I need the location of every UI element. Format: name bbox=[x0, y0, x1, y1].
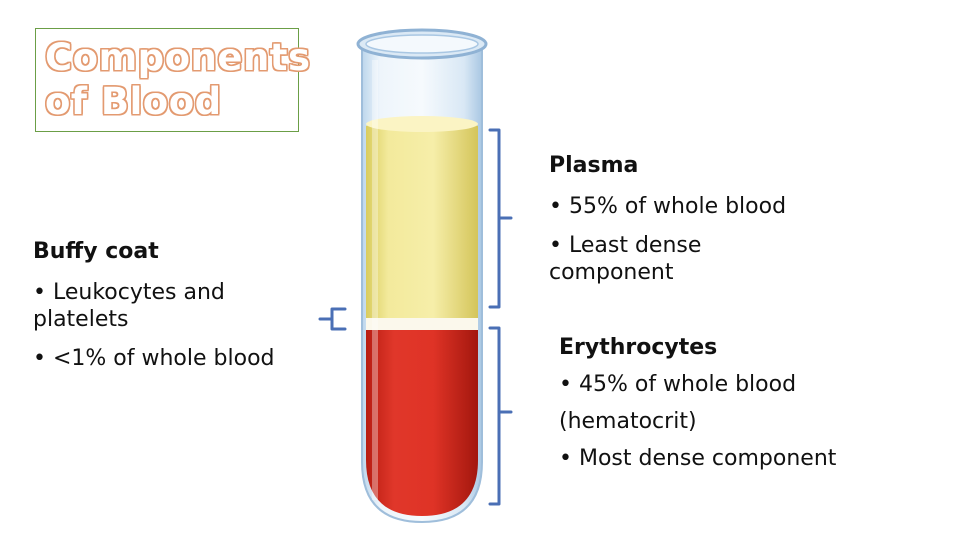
title-line-2: of Blood bbox=[45, 80, 222, 123]
buffy-coat-heading: Buffy coat bbox=[33, 239, 159, 264]
buffy-coat-bullet-2: • <1% of whole blood bbox=[33, 346, 275, 371]
buffy-coat-bracket bbox=[318, 307, 347, 331]
buffy-coat-bullet-1: • Leukocytes and platelets bbox=[33, 280, 225, 332]
plasma-bullet-1: • 55% of whole blood bbox=[549, 194, 787, 219]
title-box: Components of Blood bbox=[35, 28, 310, 132]
plasma-bracket bbox=[488, 128, 513, 309]
erythrocytes-bullet-3: • Most dense component bbox=[559, 446, 837, 471]
erythrocytes-bullet-1: • 45% of whole blood bbox=[559, 372, 797, 397]
plasma-label: Plasma • 55% of whole blood • Least dens… bbox=[549, 152, 829, 286]
erythrocytes-bracket bbox=[488, 326, 513, 506]
buffy-coat-layer bbox=[366, 318, 478, 330]
plasma-layer bbox=[366, 119, 478, 320]
plasma-bullet-2: • Least dense component bbox=[549, 233, 702, 285]
title-line-1: Components bbox=[45, 36, 311, 79]
erythrocytes-layer bbox=[366, 330, 478, 516]
plasma-heading: Plasma bbox=[549, 153, 639, 178]
buffy-coat-label: Buffy coat • Leukocytes and platelets • … bbox=[33, 238, 303, 372]
plasma-meniscus bbox=[366, 116, 478, 132]
erythrocytes-heading: Erythrocytes bbox=[559, 335, 718, 360]
tube-rim-inner bbox=[365, 34, 479, 54]
erythrocytes-bullet-2: (hematocrit) bbox=[559, 409, 697, 434]
tube-highlight bbox=[372, 60, 378, 500]
erythrocytes-label: Erythrocytes • 45% of whole blood (hemat… bbox=[559, 334, 839, 472]
